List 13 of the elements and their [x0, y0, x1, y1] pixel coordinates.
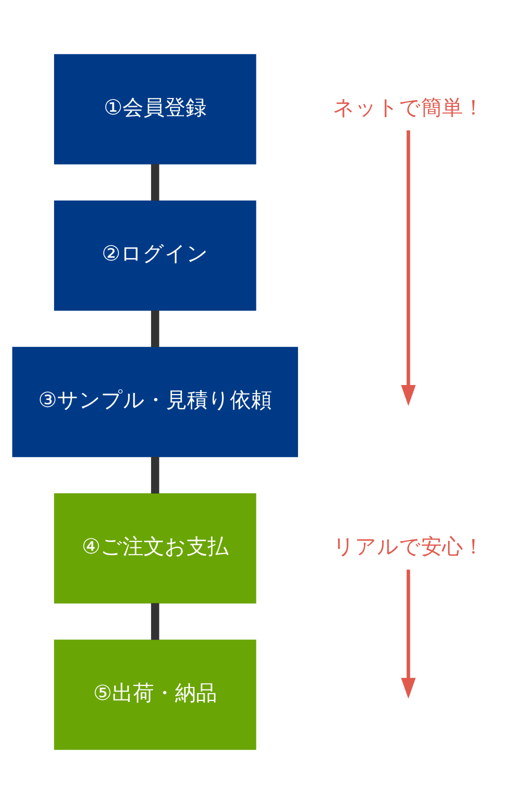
- arrow: [401, 570, 416, 699]
- node-text: リアルで安心！: [332, 534, 484, 558]
- node-box: ①会員登録: [54, 54, 256, 164]
- connector: [151, 456, 160, 494]
- connector: [151, 603, 160, 640]
- arrow: [401, 130, 416, 406]
- connector: [151, 164, 160, 201]
- node-box: ③サンプル・見積り依頼: [12, 346, 298, 458]
- node-box: ②ログイン: [54, 200, 256, 311]
- connector: [151, 310, 160, 348]
- node-box: ⑤出荷・納品: [54, 640, 256, 750]
- node-box: ④ご注文お支払: [54, 493, 256, 604]
- node-text: ネットで簡単！: [332, 95, 484, 120]
